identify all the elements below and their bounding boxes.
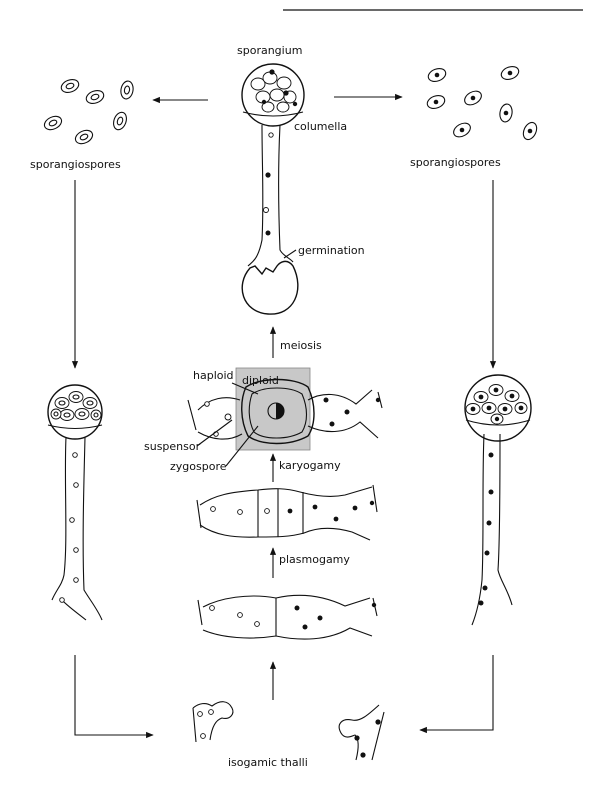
sporangiospores-left-cluster xyxy=(43,79,134,145)
label-karyogamy: karyogamy xyxy=(279,459,341,472)
label-columella: columella xyxy=(294,120,347,133)
sporangium-germination xyxy=(241,63,305,315)
conjugation-stage xyxy=(196,484,378,541)
label-diploid: diploid xyxy=(242,374,279,387)
arrow-right-return xyxy=(419,655,494,734)
label-germination: germination xyxy=(298,244,365,257)
sporangium-right xyxy=(464,374,532,626)
label-suspensor: suspensor xyxy=(144,440,201,453)
thallus-right xyxy=(338,704,385,761)
label-sporangium: sporangium xyxy=(237,44,302,57)
label-plasmogamy: plasmogamy xyxy=(279,553,350,566)
label-isogamic-thalli: isogamic thalli xyxy=(228,756,308,769)
arrow-left-return xyxy=(74,655,154,739)
label-meiosis: meiosis xyxy=(280,339,322,352)
label-sporangiospores-left: sporangiospores xyxy=(30,158,121,171)
label-haploid: haploid xyxy=(193,369,234,382)
sporangiospores-right-cluster xyxy=(426,66,538,141)
sporangium-left xyxy=(47,384,103,621)
plasmogamy-stage xyxy=(197,594,378,640)
zygospore-stage xyxy=(187,367,383,451)
thallus-left xyxy=(192,701,234,743)
label-zygospore: zygospore xyxy=(170,460,227,473)
label-sporangiospores-right: sporangiospores xyxy=(410,156,501,169)
